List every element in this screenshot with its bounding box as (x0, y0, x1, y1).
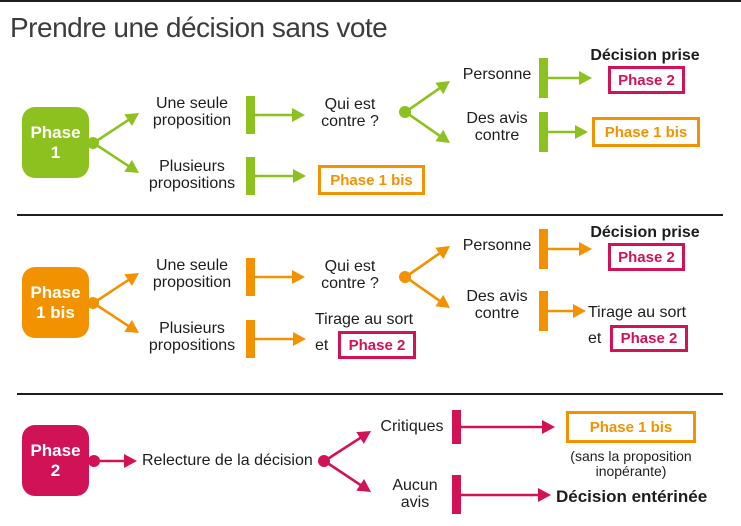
row3-phase-1bis-box: Phase 1 bis (566, 411, 696, 443)
arrow-line (406, 276, 443, 304)
arrow-head-icon (356, 478, 371, 492)
arrow-head-icon (573, 304, 586, 318)
row1-label-multiple-proposals: Plusieurs propositions (148, 158, 236, 192)
arrow-line (94, 277, 132, 304)
phase-2-box: Phase 2 (22, 425, 89, 496)
row1-phase-1bis-box: Phase 1 bis (592, 117, 700, 147)
top-border-line (0, 0, 741, 2)
connector-bar (452, 410, 461, 444)
row1-decision-taken: Décision prise (590, 47, 700, 64)
connector-bar (246, 258, 255, 296)
arrow-line (406, 250, 443, 278)
arrow-head-icon (124, 320, 139, 333)
arrow-head-icon (124, 454, 137, 468)
phase-1-box: Phase 1 (22, 107, 89, 178)
row2-multiple-et-text: et (315, 337, 329, 354)
arrow-head-icon (293, 332, 306, 346)
row3-label-no-opinion: Aucun avis (392, 477, 438, 511)
row2-draw-et-text: et (588, 330, 602, 347)
row1-label-objections: Des avis contre (466, 110, 528, 144)
row3-label-critiques: Critiques (380, 418, 444, 435)
row3-note-inoperative: (sans la proposition inopérante) (570, 448, 692, 479)
arrow-head-icon (435, 246, 450, 260)
page-title: Prendre une décision sans vote (10, 12, 388, 43)
arrow-head-icon (579, 242, 592, 256)
arrow-head-icon (124, 273, 139, 286)
connector-bar (246, 157, 255, 195)
arrow-head-icon (124, 113, 139, 126)
connector-bar (539, 291, 548, 331)
connector-bar (452, 475, 461, 514)
row2-label-nobody: Personne (462, 237, 532, 254)
row2-label-multiple-proposals: Plusieurs propositions (148, 320, 236, 354)
arrow-head-icon (435, 129, 450, 143)
connector-bar (246, 320, 255, 358)
arrow-head-icon (579, 71, 592, 85)
row3-decision-ratified: Décision entérinée (556, 487, 708, 506)
arrow-head-icon (435, 294, 450, 308)
connector-bar (539, 58, 548, 98)
arrow-line (94, 117, 132, 144)
row2-multiple-phase-2-box: Phase 2 (338, 331, 416, 359)
row2-draw-phase-2-box: Phase 2 (610, 325, 688, 352)
row-separator-2 (17, 393, 723, 395)
connector-bar (539, 112, 548, 152)
arrow-head-icon (542, 420, 555, 434)
connector-bar (246, 96, 255, 134)
arrow-head-icon (356, 431, 371, 444)
arrow-head-icon (292, 108, 305, 122)
row2-decision-taken: Décision prise (590, 224, 700, 241)
connector-dot (318, 455, 330, 467)
connector-dot (399, 106, 411, 118)
arrow-head-icon (292, 270, 305, 284)
row3-step-reread-decision: Relecture de la décision (142, 452, 313, 469)
arrow-line (325, 460, 364, 488)
row1-multiple-phase-1bis-box: Phase 1 bis (318, 165, 425, 195)
arrow-head-icon (538, 488, 551, 502)
row1-label-nobody: Personne (462, 66, 532, 83)
row2-question-who-against: Qui est contre ? (321, 258, 379, 292)
arrow-line (406, 111, 443, 139)
row2-draw-lots-text: Tirage au sort (588, 304, 687, 321)
row2-label-objections: Des avis contre (466, 288, 528, 322)
arrow-head-icon (293, 169, 306, 183)
connector-dot (399, 271, 411, 283)
arrow-head-icon (124, 160, 139, 173)
connector-bar (539, 229, 548, 269)
arrow-line (94, 142, 132, 169)
row2-phase-2-box: Phase 2 (608, 243, 685, 271)
arrow-line (94, 302, 132, 329)
arrow-head-icon (575, 125, 588, 139)
arrow-line (406, 85, 443, 113)
row-separator-1 (17, 214, 723, 216)
arrow-head-icon (435, 81, 450, 95)
row2-multiple-draw-lots-text: Tirage au sort (315, 311, 414, 328)
row1-phase-2-box: Phase 2 (608, 66, 685, 94)
phase-1bis-box: Phase 1 bis (22, 267, 89, 338)
connector-dot (88, 455, 100, 467)
row2-label-single-proposal: Une seule proposition (152, 257, 232, 291)
arrow-line (325, 435, 364, 462)
row1-question-who-against: Qui est contre ? (321, 96, 379, 130)
row1-label-single-proposal: Une seule proposition (152, 95, 232, 129)
